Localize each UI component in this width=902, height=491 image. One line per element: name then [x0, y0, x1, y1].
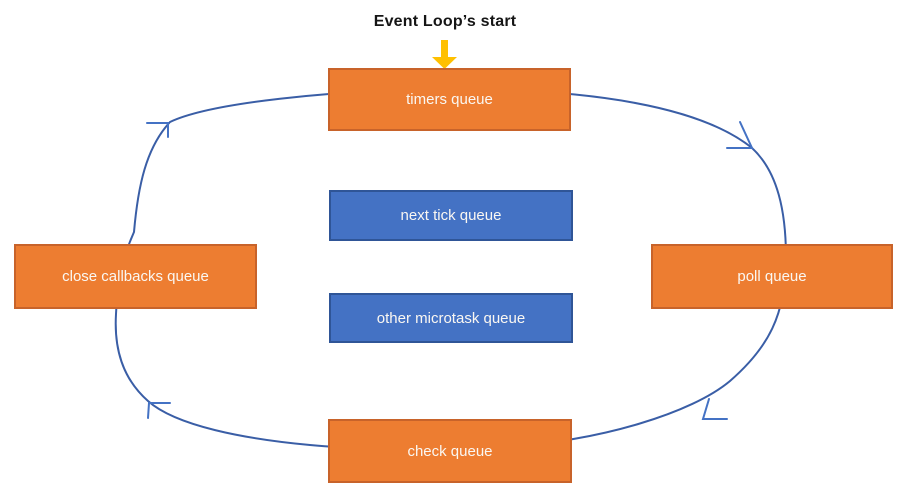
arrowhead-poll-to-check-icon [701, 398, 728, 420]
node-label: close callbacks queue [62, 268, 209, 285]
arrowhead-timers-to-poll-icon [726, 121, 754, 149]
node-label: next tick queue [400, 207, 502, 224]
node-timers-queue: timers queue [328, 68, 571, 131]
node-poll-queue: poll queue [651, 244, 893, 309]
node-next-tick-queue: next tick queue [329, 190, 573, 241]
node-check-queue: check queue [328, 419, 572, 483]
node-label: other microtask queue [376, 309, 526, 327]
diagram-title: Event Loop’s start [373, 13, 517, 30]
arrowhead-check-to-close-icon [147, 402, 171, 419]
arrowhead-close-to-timers-icon [146, 122, 169, 138]
start-arrow-icon [432, 40, 457, 69]
node-other-microtask-queue: other microtask queue [329, 293, 573, 343]
node-label: check queue [407, 442, 493, 460]
node-close-callbacks-queue: close callbacks queue [14, 244, 257, 309]
node-label: poll queue [737, 268, 807, 285]
node-label: timers queue [406, 91, 493, 108]
